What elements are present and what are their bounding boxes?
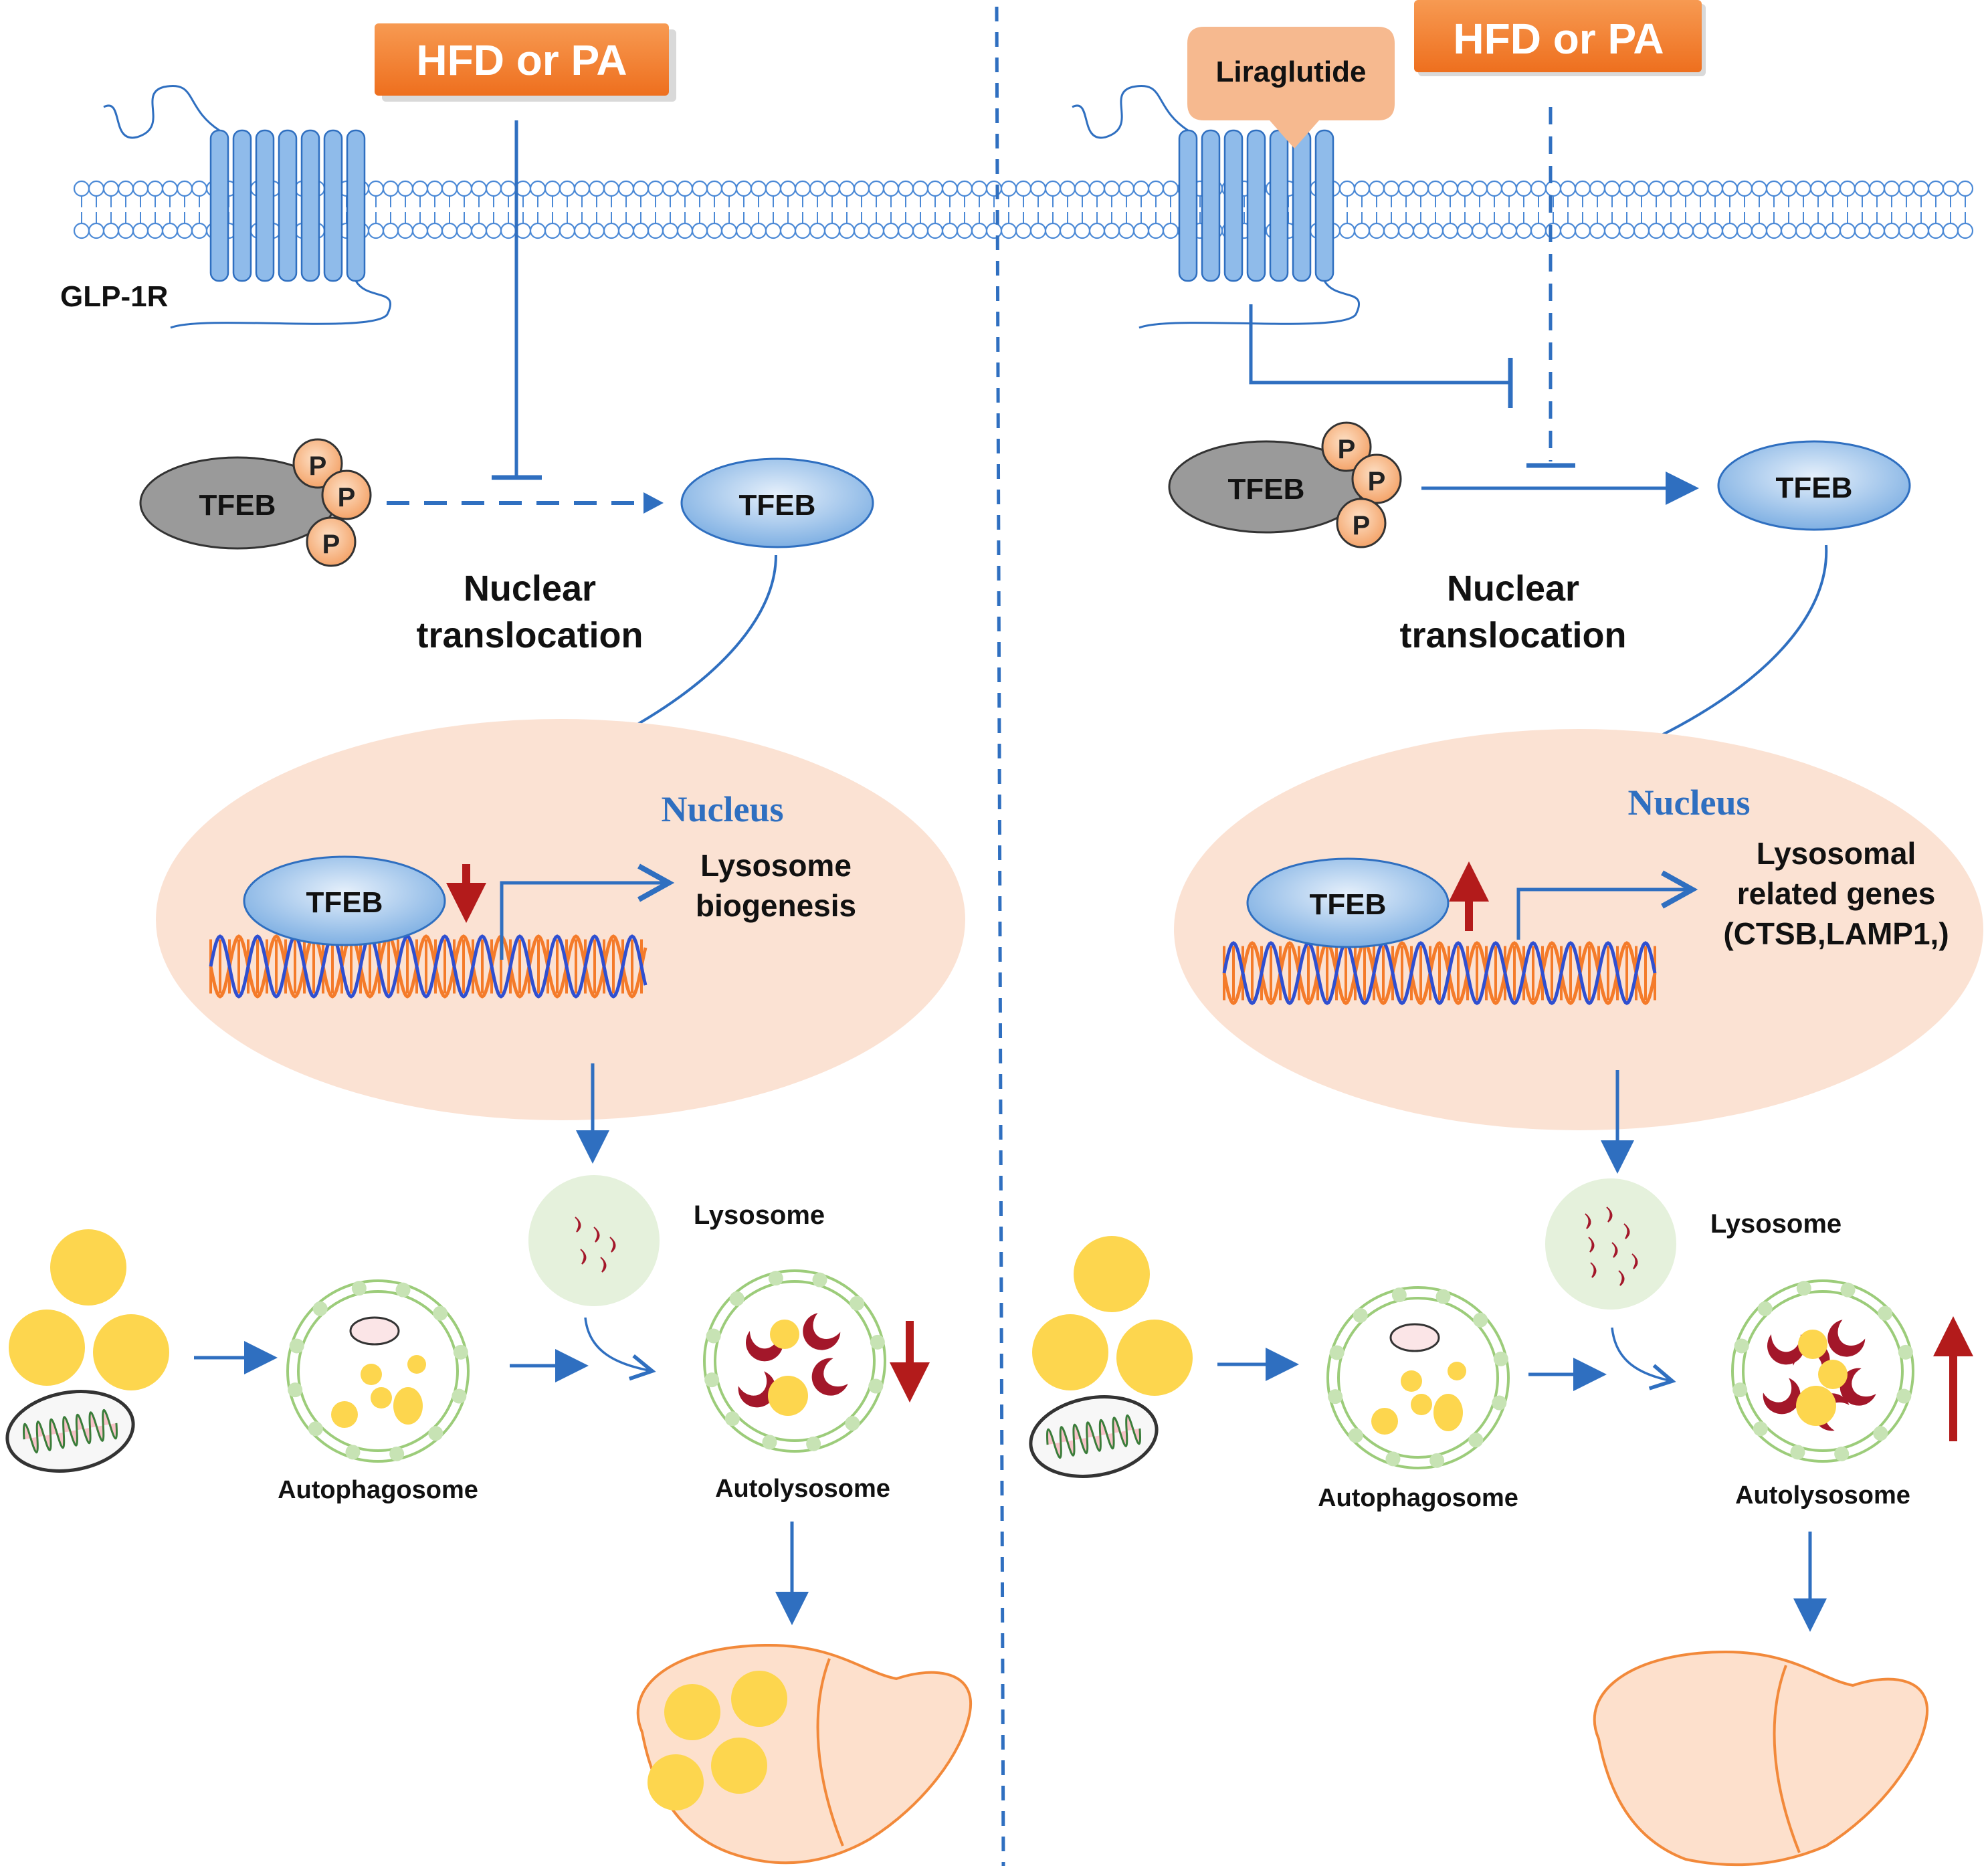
drug-inhibition-line	[1249, 304, 1508, 385]
output-label-line1: Lysosomal	[1757, 836, 1916, 871]
phosphate-group-icon: P P P	[1321, 421, 1402, 548]
lysosomal-enzyme-icon	[575, 1217, 616, 1273]
phospho-mark: P	[1338, 435, 1356, 464]
tfeb-phospho-label: TFEB	[199, 489, 276, 522]
stimulus-text: HFD or PA	[416, 36, 627, 84]
tfeb-phospho-label: TFEB	[1228, 473, 1305, 506]
lysosome-label: Lysosome	[694, 1201, 825, 1230]
left-panel-untreated: GLP-1R HFD or PA TFEB P P P TFEB Nuclear…	[5, 23, 973, 1865]
translocation-label-line1: Nuclear	[1447, 568, 1579, 609]
stimulus-text: HFD or PA	[1453, 15, 1664, 63]
fusion-arrow	[584, 1317, 656, 1381]
output-label-line3: (CTSB,LAMP1,)	[1723, 916, 1949, 951]
tfeb-free-ellipse	[1717, 440, 1911, 531]
transcription-arrow	[500, 863, 675, 960]
tfeb-free-label: TFEB	[1776, 472, 1853, 504]
mitochondrion-icon	[1029, 1395, 1159, 1478]
tfeb-free-ellipse	[680, 457, 874, 548]
healthy-liver-icon	[1593, 1650, 1929, 1867]
lipid-droplet-cluster-icon	[9, 1229, 169, 1390]
lipid-droplet-cluster-icon	[1032, 1236, 1193, 1396]
autophagosome-icon	[1326, 1286, 1510, 1469]
output-label-line2: related genes	[1737, 876, 1936, 911]
lysosome-icon	[1545, 1178, 1676, 1310]
autophagosome-label: Autophagosome	[278, 1476, 478, 1504]
translocation-label-line1: Nuclear	[464, 568, 596, 609]
mitochondrion-icon	[5, 1390, 135, 1473]
autolysosome-label: Autolysosome	[715, 1475, 890, 1503]
autophagosome-label: Autophagosome	[1318, 1484, 1518, 1512]
phospho-mark: P	[1368, 467, 1386, 496]
liraglutide-badge: Liraglutide	[1187, 27, 1395, 148]
phospho-mark: P	[338, 483, 356, 512]
tfeb-nuclear-ellipse	[243, 855, 446, 946]
lysosomal-enzyme-icon	[1585, 1207, 1638, 1286]
lysosome-label: Lysosome	[1710, 1209, 1842, 1239]
autolysosome-icon	[703, 1269, 886, 1453]
translocation-label-line2: translocation	[416, 615, 643, 655]
autolysosome-icon	[1731, 1279, 1914, 1463]
drug-text: Liraglutide	[1216, 56, 1367, 88]
dna-helix-icon	[1222, 941, 1657, 1005]
lysosome-icon	[528, 1175, 660, 1306]
glp1r-receptor-icon	[1072, 85, 1361, 329]
receptor-label: GLP-1R	[60, 280, 168, 313]
autophagosome-icon	[286, 1279, 470, 1463]
tfeb-nuclear-label: TFEB	[306, 886, 383, 919]
translocation-label-line2: translocation	[1399, 615, 1626, 655]
output-label-line2: biogenesis	[696, 888, 856, 923]
stimulus-badge: HFD or PA	[375, 23, 676, 102]
phospho-mark: P	[1353, 511, 1371, 540]
right-panel-liraglutide: Liraglutide HFD or PA TFEB P P P TFEB	[1029, 0, 1983, 1867]
tfeb-nuclear-ellipse	[1246, 857, 1450, 948]
phospho-mark: P	[322, 530, 340, 559]
fusion-arrow	[1611, 1327, 1676, 1390]
fatty-liver-icon	[636, 1643, 973, 1865]
dna-helix-icon	[209, 934, 648, 999]
nucleus	[156, 719, 965, 1120]
tfeb-free-label: TFEB	[739, 489, 816, 522]
nucleus	[1174, 729, 1983, 1130]
autolysosome-label: Autolysosome	[1735, 1481, 1910, 1509]
phospho-mark: P	[309, 451, 327, 481]
nucleus-label: Nucleus	[661, 789, 783, 829]
glp1r-receptor-icon	[103, 85, 392, 329]
tfeb-nuclear-label: TFEB	[1310, 888, 1387, 921]
panel-divider	[995, 6, 1005, 1867]
transcription-arrow	[1516, 870, 1698, 940]
output-label-line1: Lysosome	[700, 848, 852, 883]
nucleus-label: Nucleus	[1627, 783, 1750, 823]
phosphate-group-icon: P P P	[292, 438, 372, 567]
stimulus-badge: HFD or PA	[1414, 0, 1706, 76]
